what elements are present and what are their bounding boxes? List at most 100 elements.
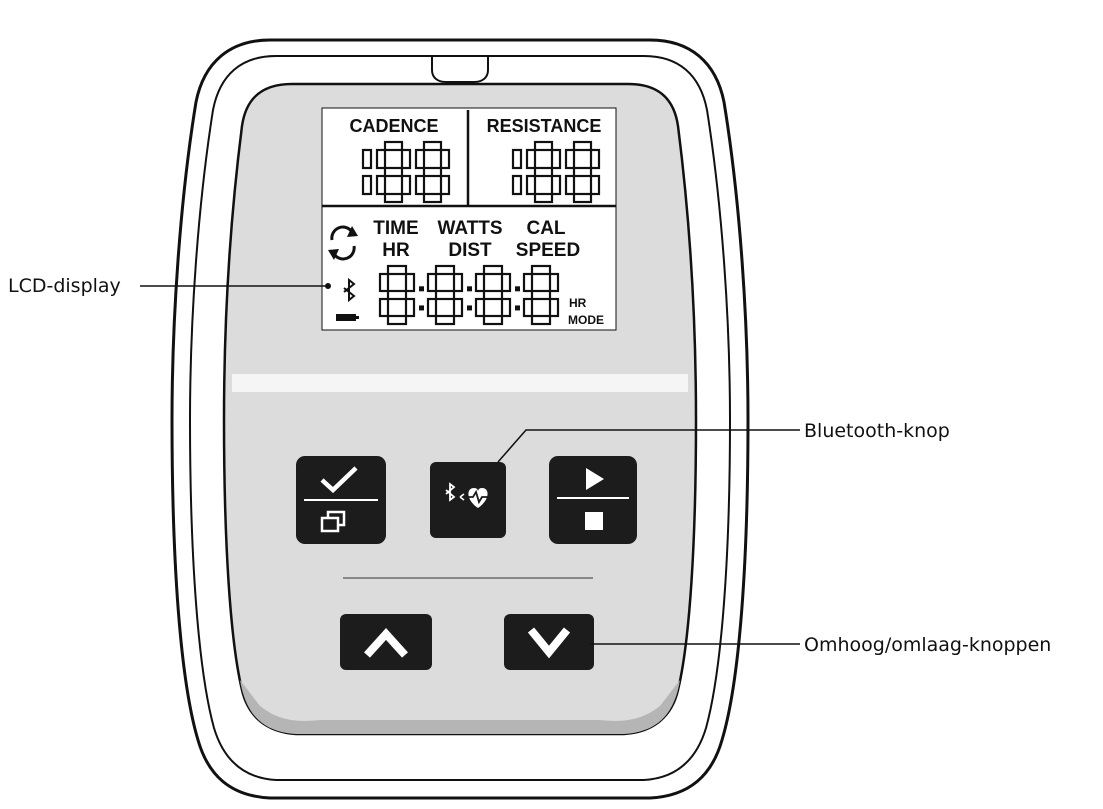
lcd-segment bbox=[414, 148, 426, 170]
lcd-segment bbox=[530, 289, 552, 301]
panel-band bbox=[232, 374, 688, 392]
lcd-segment bbox=[434, 314, 456, 326]
lcd-segment bbox=[533, 140, 554, 152]
down-button[interactable] bbox=[504, 614, 594, 670]
lcd-colon-dot bbox=[515, 286, 520, 292]
lcd-segment bbox=[439, 174, 451, 196]
lcd-segment bbox=[533, 192, 554, 204]
lcd-segment bbox=[550, 148, 562, 170]
lcd-segment bbox=[386, 264, 408, 276]
lcd-segment bbox=[530, 264, 552, 276]
lcd-segment bbox=[548, 272, 560, 293]
bluetooth-hr-button[interactable] bbox=[430, 462, 506, 538]
lcd-segment bbox=[550, 174, 562, 196]
lcd-segment bbox=[404, 297, 416, 318]
bluetooth-icon bbox=[343, 277, 356, 303]
lcd-segment bbox=[482, 314, 504, 326]
lcd-segment bbox=[422, 192, 443, 204]
callout-updown: Omhoog/omlaag-knoppen bbox=[590, 634, 1051, 656]
lcd-segment bbox=[400, 174, 412, 196]
lcd-segment bbox=[426, 297, 438, 318]
lcd-segment bbox=[422, 140, 443, 152]
main-digits bbox=[378, 264, 560, 326]
lcd-segment bbox=[533, 166, 554, 178]
lcd-segment bbox=[522, 297, 534, 318]
lcd-segment bbox=[589, 174, 601, 196]
battery-icon bbox=[336, 314, 356, 321]
lcd-segment bbox=[414, 174, 426, 196]
lcd-segment bbox=[500, 297, 512, 318]
lcd-segment bbox=[386, 289, 408, 301]
lcd-segment bbox=[474, 297, 486, 318]
lcd-segment bbox=[452, 272, 464, 293]
lcd-segment bbox=[383, 192, 404, 204]
up-button[interactable] bbox=[340, 614, 432, 670]
metric-cal: CAL bbox=[526, 218, 565, 239]
window-switch-icon bbox=[320, 510, 346, 533]
lcd-segment bbox=[361, 148, 373, 170]
lcd-segment bbox=[511, 148, 523, 170]
lcd-colon-dot bbox=[515, 305, 520, 311]
metric-hr: HR bbox=[382, 240, 410, 261]
chevron-down-icon bbox=[527, 627, 571, 659]
lcd-segment bbox=[422, 166, 443, 178]
callout-lcd-label: LCD-display bbox=[8, 275, 121, 297]
metric-dist: DIST bbox=[448, 240, 492, 261]
callout-bluetooth-label: Bluetooth-knop bbox=[804, 420, 950, 442]
lcd-segment bbox=[426, 272, 438, 293]
lcd-segment bbox=[564, 148, 576, 170]
lcd-segment bbox=[482, 289, 504, 301]
lcd-segment bbox=[525, 174, 537, 196]
lcd-segment bbox=[548, 297, 560, 318]
lcd-segment bbox=[530, 314, 552, 326]
play-stop-button[interactable] bbox=[549, 456, 637, 544]
lcd-segment bbox=[525, 148, 537, 170]
callout-updown-label: Omhoog/omlaag-knoppen bbox=[804, 634, 1051, 656]
lcd-segment bbox=[378, 272, 390, 293]
lcd-segment bbox=[572, 166, 593, 178]
lcd-segment bbox=[383, 166, 404, 178]
lcd-screen: CADENCE RESISTANCE TIME WATTS CAL HR DIS… bbox=[321, 107, 617, 331]
callout-bluetooth: Bluetooth-knop bbox=[497, 420, 950, 463]
chevron-up-icon bbox=[364, 628, 408, 658]
resistance-label: RESISTANCE bbox=[487, 116, 602, 136]
lcd-segment bbox=[434, 264, 456, 276]
lcd-segment bbox=[404, 272, 416, 293]
confirm-window-button[interactable] bbox=[296, 456, 386, 544]
lcd-segment bbox=[375, 148, 387, 170]
metric-speed: SPEED bbox=[516, 240, 580, 261]
bluetooth-icon bbox=[445, 482, 456, 502]
lcd-segment bbox=[572, 192, 593, 204]
metric-time: TIME bbox=[373, 218, 418, 239]
lcd-colon-dot bbox=[419, 286, 424, 292]
lcd-segment bbox=[375, 174, 387, 196]
cadence-digits bbox=[361, 140, 451, 204]
lcd-segment bbox=[361, 174, 373, 196]
mode-indicator: MODE bbox=[568, 313, 604, 327]
callout-lcd: LCD-display bbox=[8, 275, 331, 297]
check-icon bbox=[320, 466, 358, 494]
hr-indicator: HR bbox=[569, 296, 587, 310]
lcd-segment bbox=[589, 148, 601, 170]
lcd-colon-dot bbox=[419, 305, 424, 311]
lcd-segment bbox=[564, 174, 576, 196]
lcd-segment bbox=[572, 140, 593, 152]
resistance-digits bbox=[511, 140, 601, 204]
lcd-segment bbox=[383, 140, 404, 152]
lcd-segment bbox=[500, 272, 512, 293]
refresh-cycle-icon bbox=[328, 225, 358, 261]
lcd-segment bbox=[439, 148, 451, 170]
lcd-segment bbox=[386, 314, 408, 326]
play-icon bbox=[586, 468, 604, 490]
lcd-colon-dot bbox=[467, 286, 472, 292]
lcd-segment bbox=[522, 272, 534, 293]
lcd-segment bbox=[378, 297, 390, 318]
lcd-segment bbox=[511, 174, 523, 196]
lcd-segment bbox=[482, 264, 504, 276]
lcd-colon-dot bbox=[467, 305, 472, 311]
metric-watts: WATTS bbox=[437, 218, 502, 239]
lcd-segment bbox=[434, 289, 456, 301]
lcd-segment bbox=[400, 148, 412, 170]
stop-icon bbox=[585, 512, 603, 530]
